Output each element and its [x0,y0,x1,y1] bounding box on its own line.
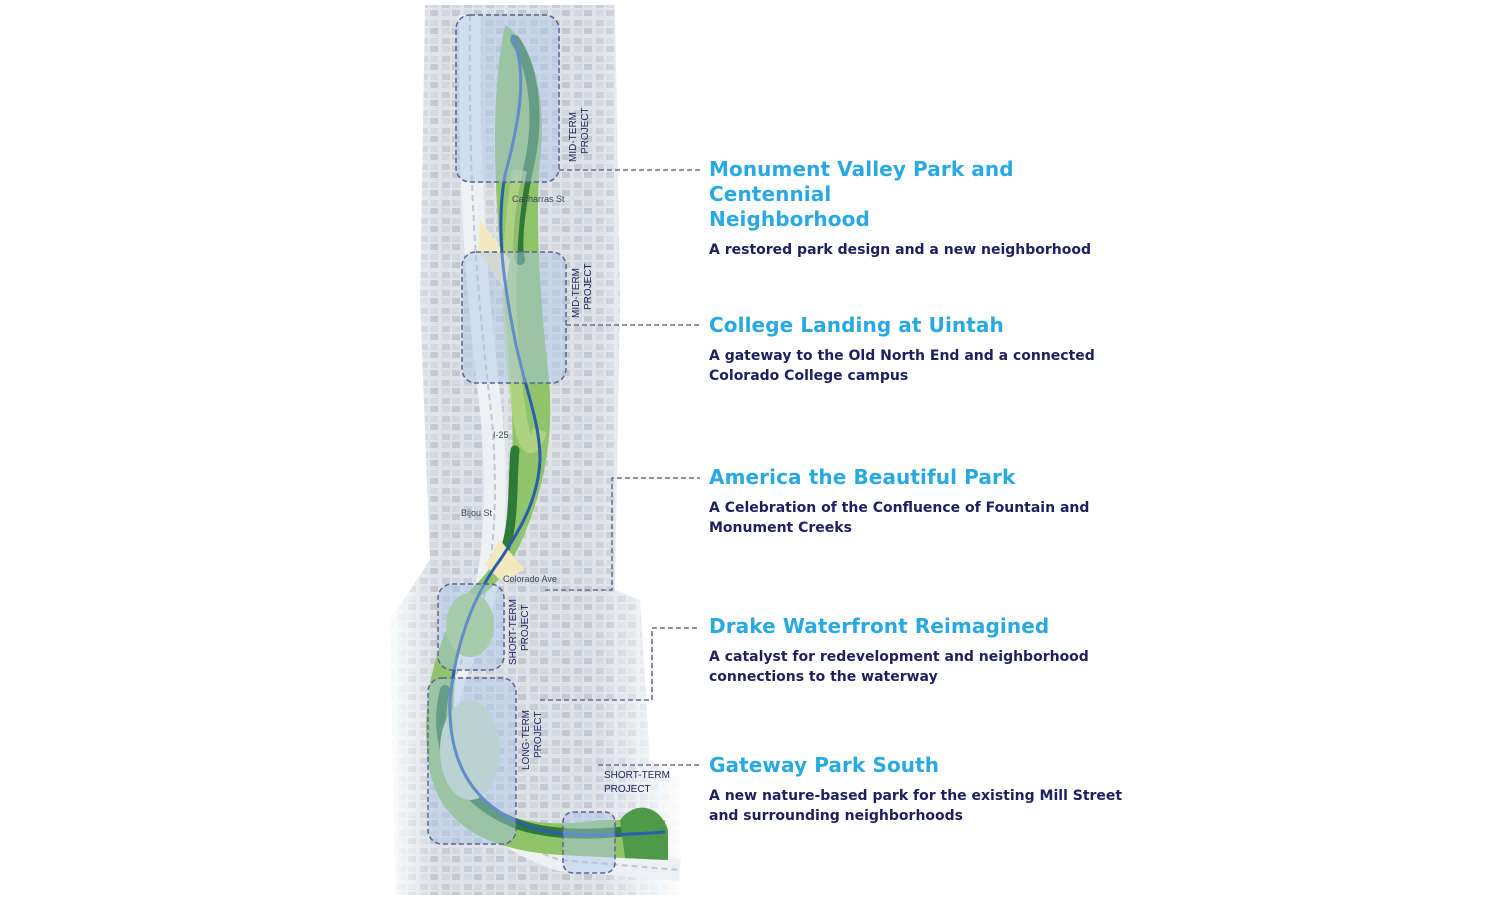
leader-america-beautiful [545,477,700,591]
svg-text:SHORT-TERM: SHORT-TERM [508,599,519,665]
svg-text:SHORT-TERM: SHORT-TERM [604,770,670,781]
project-description: A catalyst for redevelopment and neighbo… [709,649,1089,685]
svg-text:PROJECT: PROJECT [533,711,544,758]
svg-text:PROJECT: PROJECT [580,107,591,154]
project-title: Drake Waterfront Reimagined [709,614,1050,638]
zone-gateway-south [562,811,616,874]
callout-college-landing: College Landing at Uintah A gateway to t… [709,313,1129,386]
creek [448,34,666,837]
project-title: America the Beautiful Park [709,465,1016,489]
street-label-cucharras: Cacharras St [512,194,565,204]
phase-label-short-term-1: SHORT-TERM PROJECT [508,599,531,665]
phase-label-long-term: LONG-TERM PROJECT [521,710,544,770]
phase-label-mid-term-1: MID-TERM PROJECT [568,107,591,162]
project-title: College Landing at Uintah [709,313,1004,337]
zone-monument-valley [455,14,560,183]
project-title: Monument Valley Park and Centennial Neig… [709,157,1014,231]
callout-america-beautiful: America the Beautiful Park A Celebration… [709,465,1129,538]
svg-text:MID-TERM: MID-TERM [568,112,579,162]
callout-drake: Drake Waterfront Reimagined A catalyst f… [709,614,1129,687]
callout-gateway-south: Gateway Park South A new nature-based pa… [709,753,1129,826]
zone-long-term [427,677,517,845]
phase-label-mid-term-2: MID-TERM PROJECT [571,263,594,318]
street-label-colorado: Colorado Ave [503,574,557,584]
project-title: Gateway Park South [709,753,940,777]
svg-text:PROJECT: PROJECT [583,263,594,310]
zone-drake [437,583,505,671]
project-description: A gateway to the Old North End and a con… [709,348,1095,384]
zone-college-landing [461,251,567,384]
street-label-bijou: Bijou St [461,508,493,518]
leader-drake [540,627,700,701]
leader-lines [540,169,700,766]
project-zones [427,14,616,874]
svg-text:PROJECT: PROJECT [604,784,651,795]
project-description: A new nature-based park for the existing… [709,788,1123,824]
street-label-i25: I-25 [493,430,509,440]
project-description: A Celebration of the Confluence of Fount… [709,500,1090,536]
callout-monument-valley: Monument Valley Park and Centennial Neig… [709,157,1129,260]
project-description: A restored park design and a new neighbo… [709,242,1092,258]
svg-text:LONG-TERM: LONG-TERM [521,710,532,770]
phase-label-short-term-2: SHORT-TERM PROJECT [604,770,670,795]
svg-text:MID-TERM: MID-TERM [571,268,582,318]
svg-text:PROJECT: PROJECT [520,604,531,651]
